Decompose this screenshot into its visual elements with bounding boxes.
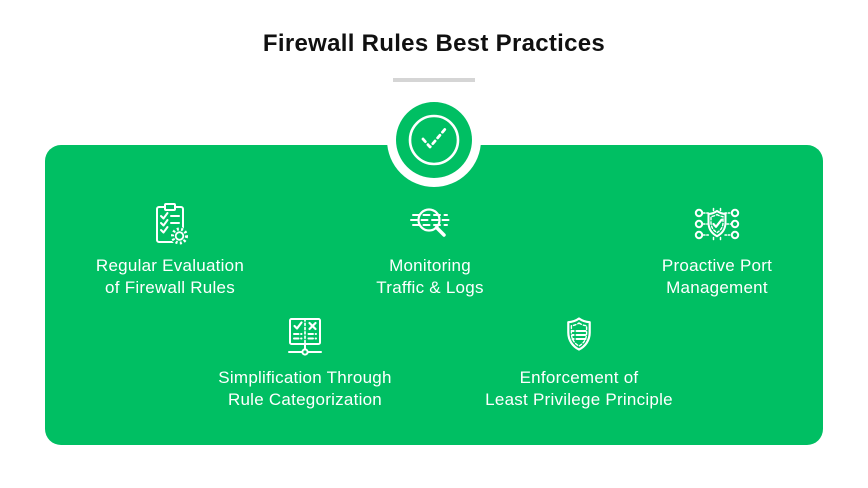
badge-ring <box>387 93 481 187</box>
practice-label: Monitoring Traffic & Logs <box>376 256 484 297</box>
page-title: Firewall Rules Best Practices <box>262 30 606 57</box>
practice-label: Simplification Through Rule Categorizati… <box>218 368 392 409</box>
shield-list-icon <box>567 317 591 351</box>
practice-item-regular-evaluation: Regular Evaluation of Firewall Rules <box>45 200 295 298</box>
practice-label: Enforcement of Least Privilege Principle <box>485 368 673 409</box>
practice-label: Proactive Port Management <box>661 256 773 297</box>
title-underline <box>393 78 475 82</box>
check-badge <box>396 102 472 178</box>
magnifier-logs-icon <box>410 208 450 237</box>
best-practices-card: Regular Evaluation of Firewall Rules Mon… <box>45 145 823 445</box>
clipboard-checklist-gear-icon <box>156 203 189 245</box>
shield-ports-icon <box>694 207 740 241</box>
practice-item-simplification: Simplification Through Rule Categorizati… <box>180 312 430 410</box>
practice-item-port-management: Proactive Port Management <box>592 200 842 298</box>
practice-label: Regular Evaluation of Firewall Rules <box>95 256 245 297</box>
practice-item-monitoring: Monitoring Traffic & Logs <box>305 200 555 298</box>
dashed-check-circle-icon <box>408 114 460 166</box>
practice-item-least-privilege: Enforcement of Least Privilege Principle <box>454 312 704 410</box>
rule-board-icon <box>288 318 322 356</box>
